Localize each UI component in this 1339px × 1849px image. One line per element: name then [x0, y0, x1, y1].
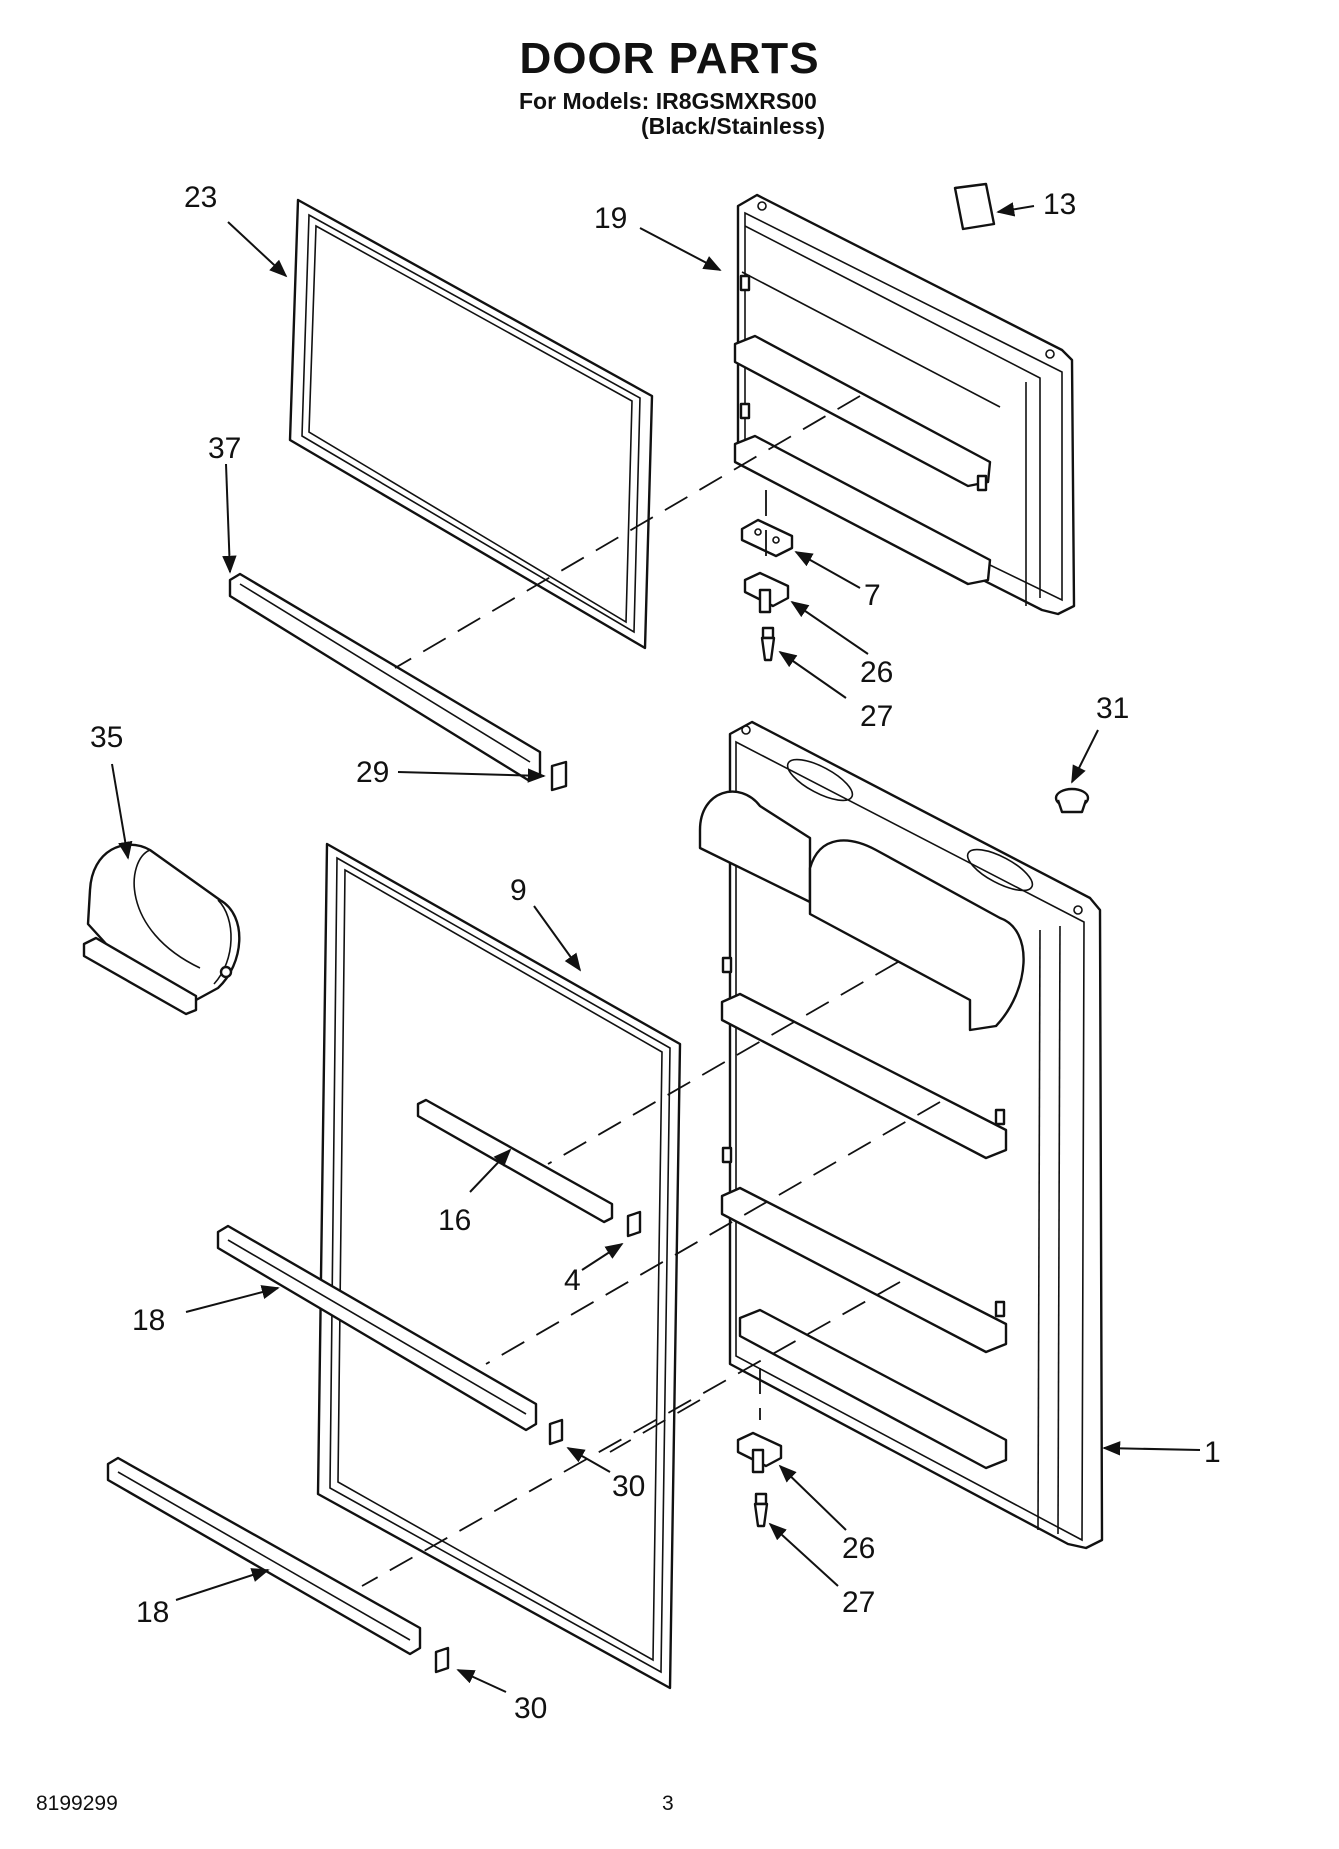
assembly-lines	[361, 395, 941, 1587]
callout-27-lower: 27	[842, 1586, 875, 1619]
variant-line: (Black/Stainless)	[641, 113, 826, 139]
callout-26-upper: 26	[860, 656, 893, 689]
clip-29	[550, 760, 568, 792]
clip-30-lower	[434, 1646, 450, 1674]
callout-labels: 23 19 13 7 26 27 37 29 31 35 9 16 4 18 3…	[90, 181, 1221, 1725]
hinge-bracket-26-lower	[736, 1431, 783, 1474]
leader-arrows	[111, 202, 1201, 1693]
hinge-bracket-26-upper	[743, 571, 790, 614]
hinge-screw-27-upper	[760, 626, 776, 662]
models-line: For Models: IR8GSMXRS00	[519, 88, 817, 114]
doc-number: 8199299	[36, 1792, 118, 1815]
callout-4: 4	[564, 1264, 581, 1297]
callout-7: 7	[864, 579, 881, 612]
dairy-door-35	[82, 843, 241, 1016]
callout-13: 13	[1043, 188, 1076, 221]
shelf-rail-18-lower	[106, 1456, 422, 1656]
fresh-food-door-1	[698, 720, 1104, 1550]
callout-35: 35	[90, 721, 123, 754]
callout-16: 16	[438, 1204, 471, 1237]
shelf-rail-18-upper	[216, 1224, 538, 1432]
freezer-shelf-rail-37	[228, 572, 542, 782]
callout-30-lower: 30	[514, 1692, 547, 1725]
freezer-door-19	[733, 193, 1076, 616]
callout-9: 9	[510, 874, 527, 907]
callout-1: 1	[1204, 1436, 1221, 1469]
page-number: 3	[662, 1792, 674, 1815]
callout-31: 31	[1096, 692, 1129, 725]
fresh-food-gasket-9	[316, 842, 682, 1690]
shelf-rail-16	[416, 1098, 614, 1224]
callout-23: 23	[184, 181, 217, 214]
page-title: DOOR PARTS	[519, 34, 820, 83]
callout-18-lower: 18	[136, 1596, 169, 1629]
callout-19: 19	[594, 202, 627, 235]
plug-31	[1054, 787, 1090, 814]
callout-37: 37	[208, 432, 241, 465]
callout-27-upper: 27	[860, 700, 893, 733]
freezer-gasket-23	[288, 198, 654, 650]
clip-30-upper	[548, 1418, 564, 1446]
label-tag-13	[953, 182, 996, 231]
callout-29: 29	[356, 756, 389, 789]
callout-30-upper: 30	[612, 1470, 645, 1503]
hinge-plate-7	[740, 518, 794, 558]
callout-26-lower: 26	[842, 1532, 875, 1565]
clip-4	[626, 1210, 642, 1238]
hinge-screw-27-lower	[753, 1492, 769, 1528]
callout-18-upper: 18	[132, 1304, 165, 1337]
